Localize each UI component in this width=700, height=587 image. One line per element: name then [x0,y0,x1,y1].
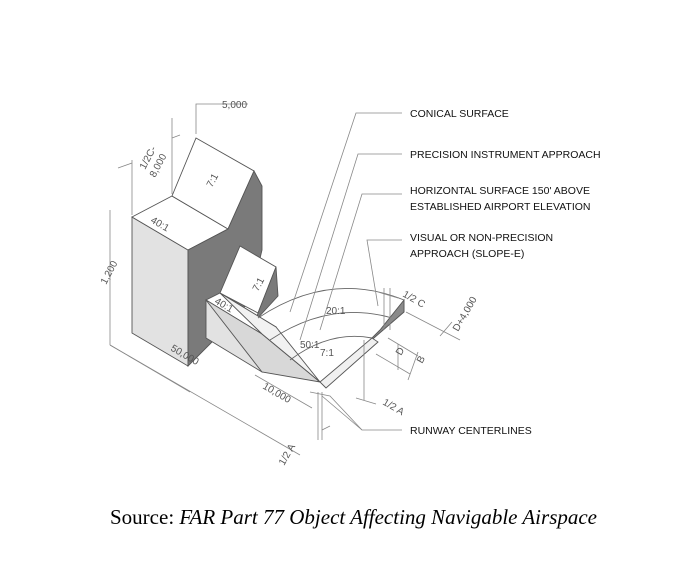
dim-10000: 10,000 [261,381,293,406]
source-caption: Source: FAR Part 77 Object Affecting Nav… [110,505,597,530]
dim-d-plus-4000: D+4,000 [451,295,480,334]
dim-5000: 5,000 [222,100,247,111]
caption-title: FAR Part 77 Object Affecting Navigable A… [179,505,598,529]
slope-50-1: 50:1 [300,340,320,351]
primary-surface [319,337,379,389]
slope-7-1-mid: 7:1 [320,348,334,359]
lower-block [205,245,322,383]
label-horizontal-surface-line2: ESTABLISHED AIRPORT ELEVATION [410,201,591,213]
dimension-lines [109,103,461,456]
dim-half-a-right: 1/2 A [381,397,407,418]
label-horizontal-surface-line1: HORIZONTAL SURFACE 150' ABOVE [410,185,590,197]
label-conical-surface: CONICAL SURFACE [410,108,509,120]
dim-b: B [415,354,428,366]
dim-1200: 1,200 [99,259,121,287]
slope-20-1: 20:1 [326,306,346,317]
caption-prefix: Source: [110,505,180,529]
callout-labels: CONICAL SURFACE PRECISION INSTRUMENT APP… [410,108,601,437]
label-precision-instrument-approach: PRECISION INSTRUMENT APPROACH [410,149,601,161]
leader-lines [289,112,402,431]
label-visual-approach-line1: VISUAL OR NON-PRECISION [410,232,553,244]
dim-d: D [394,346,407,358]
horizontal-surface [257,288,405,389]
label-visual-approach-line2: APPROACH (SLOPE-E) [410,248,524,260]
label-runway-centerlines: RUNWAY CENTERLINES [410,425,532,437]
dim-half-a-bottom: 1/2 A [277,442,298,468]
